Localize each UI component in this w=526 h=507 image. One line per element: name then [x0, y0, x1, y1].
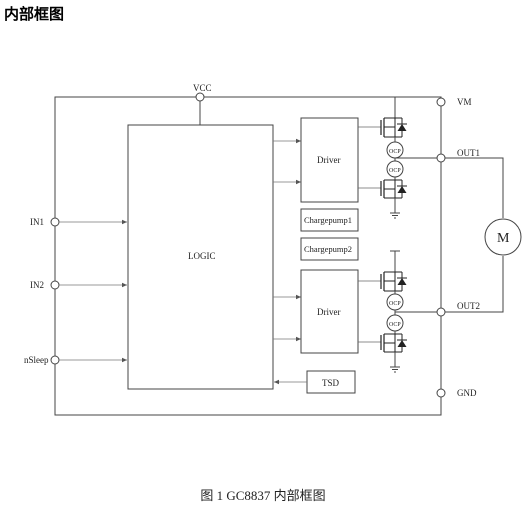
- svg-text:OCP: OCP: [389, 168, 401, 174]
- vcc-pin: [195, 92, 205, 102]
- driver2-block: [300, 269, 359, 354]
- figure-caption: 图 1 GC8837 内部框图: [200, 488, 326, 503]
- driver2-label: Driver: [317, 307, 341, 317]
- gnd-pin: [436, 388, 446, 398]
- section-heading: 内部框图: [4, 5, 65, 23]
- out1-label: OUT1: [457, 148, 480, 158]
- chargepump2-label: Chargepump2: [304, 244, 352, 254]
- in2-label: IN2: [30, 280, 44, 290]
- driver1-label: Driver: [317, 155, 341, 165]
- vm-pin: [436, 97, 446, 107]
- ground-symbol-1: [390, 212, 400, 219]
- out2-pin: [436, 307, 446, 317]
- motor-symbol: [484, 218, 522, 256]
- out2-label: OUT2: [457, 301, 480, 311]
- chargepump1-block: [300, 208, 359, 232]
- chargepump2-block: [300, 237, 359, 261]
- driver1-block: [300, 117, 359, 203]
- chargepump1-label: Chargepump1: [304, 215, 352, 225]
- vm-label: VM: [457, 97, 472, 107]
- in2-pin: [50, 280, 60, 290]
- tsd-label: TSD: [322, 378, 340, 388]
- nsleep-pin: [50, 355, 60, 365]
- svg-text:OCP: OCP: [389, 149, 401, 155]
- vcc-label: VCC: [193, 83, 212, 93]
- low-side-mosfet-1: [380, 179, 407, 199]
- high-side-mosfet-2: [380, 271, 407, 292]
- in1-label: IN1: [30, 217, 44, 227]
- low-side-mosfet-2: [380, 333, 407, 353]
- svg-text:OCP: OCP: [389, 301, 401, 307]
- ground-symbol-2: [390, 366, 400, 373]
- in1-pin: [50, 217, 60, 227]
- motor-label: M: [497, 231, 510, 246]
- high-side-mosfet-1: [380, 117, 407, 138]
- nsleep-label: nSleep: [24, 355, 49, 365]
- gnd-label: GND: [457, 388, 477, 398]
- logic-label: LOGIC: [188, 251, 216, 261]
- svg-text:OCP: OCP: [389, 322, 401, 328]
- logic-block: [127, 124, 274, 390]
- chip-outline: [54, 96, 442, 416]
- out1-pin: [436, 153, 446, 163]
